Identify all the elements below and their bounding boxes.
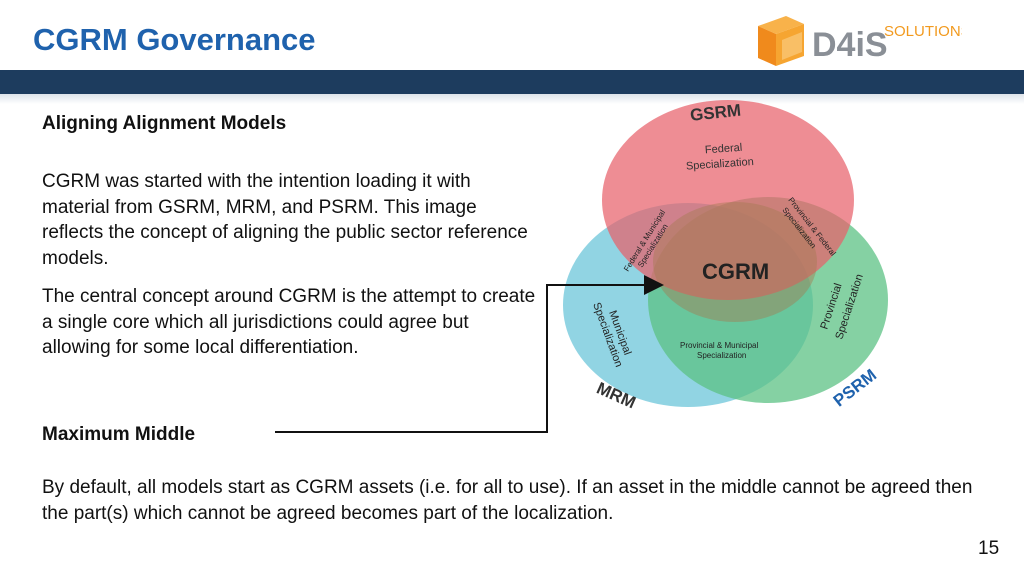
center-label: CGRM bbox=[702, 259, 769, 284]
section-subhead: Aligning Alignment Models bbox=[42, 113, 287, 134]
concept-paragraph: The central concept around CGRM is the a… bbox=[42, 286, 536, 358]
prov-mun-label-1: Provincial & Municipal bbox=[680, 341, 758, 350]
maximum-middle-heading: Maximum Middle bbox=[42, 424, 196, 445]
center-overlap bbox=[653, 202, 817, 322]
logo-brand: D4iS bbox=[812, 26, 888, 64]
prov-mun-label-2: Specialization bbox=[697, 351, 746, 360]
logo-cube-icon bbox=[758, 16, 804, 66]
page-title: CGRM Governance bbox=[33, 22, 316, 57]
intro-paragraph: CGRM was started with the intention load… bbox=[42, 171, 528, 269]
header-shadow bbox=[0, 94, 1024, 104]
federal-circle bbox=[602, 100, 854, 300]
header-bar bbox=[0, 70, 1024, 94]
maximum-middle-connector bbox=[275, 275, 664, 433]
federal-label-2: Specialization bbox=[686, 156, 755, 173]
page-number: 15 bbox=[978, 538, 1000, 559]
logo-tagline: SOLUTIONS bbox=[884, 23, 962, 40]
d4is-logo: D4iS SOLUTIONS bbox=[758, 16, 962, 66]
federal-label-1: Federal bbox=[705, 142, 743, 157]
maximum-middle-text: By default, all models start as CGRM ass… bbox=[42, 477, 973, 524]
